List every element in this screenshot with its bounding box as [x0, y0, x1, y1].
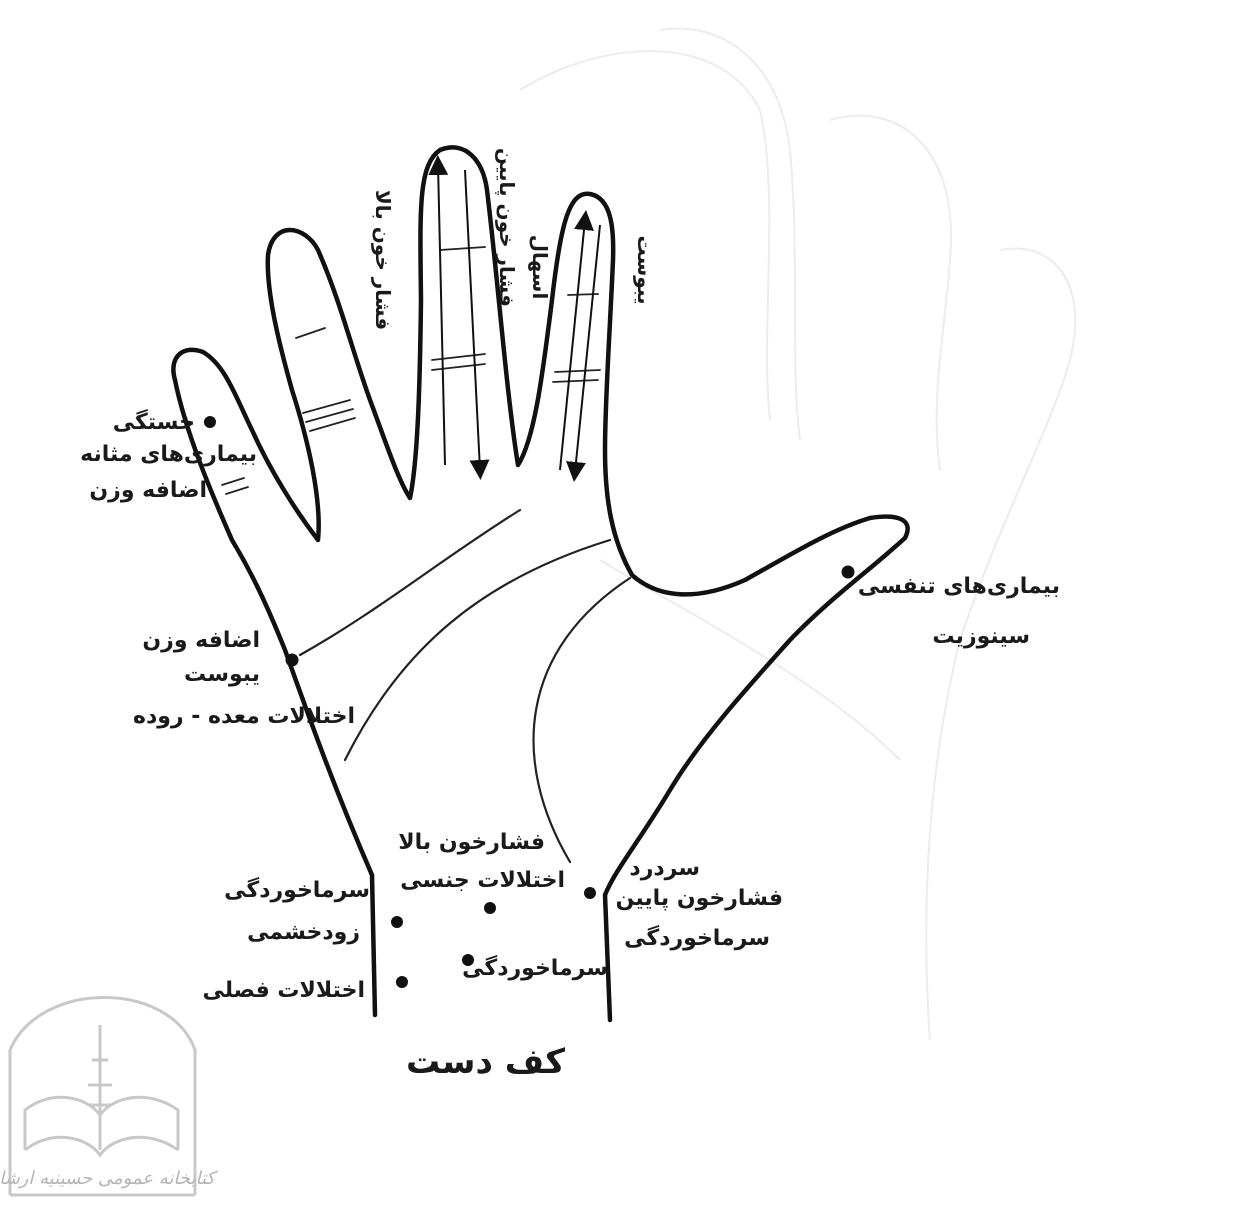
- background-sketch: [520, 29, 1075, 1041]
- watermark-text: کتابخانه عمومی حسینیه ارشاد: [0, 1168, 215, 1189]
- label-wrist-low-bp: فشارخون پایین: [616, 884, 783, 914]
- label-wrist-irritability: زودخشمی: [247, 918, 360, 948]
- label-wrist-cold-left: سرماخوردگی: [224, 876, 370, 906]
- label-index-bladder: بیماری‌های مثانه: [80, 440, 257, 470]
- point-wrist-center-top: [484, 902, 496, 914]
- label-wrist-cold-center: سرماخوردگی: [462, 954, 608, 984]
- point-thumb: [842, 566, 855, 579]
- label-index-fatigue: خستگی: [113, 408, 195, 438]
- label-ring-finger-1: فشار خون پایین: [495, 157, 519, 307]
- point-wrist-left-3: [396, 976, 408, 988]
- label-little-finger: یبوست: [633, 230, 657, 310]
- point-palm-side: [286, 654, 299, 667]
- label-wrist-high-bp: فشارخون بالا: [398, 828, 545, 858]
- palm-creases: [300, 510, 630, 862]
- label-middle-finger: فشار خون بالا: [371, 175, 395, 345]
- label-thumb-respiratory: بیماری‌های تنفسی: [858, 572, 1060, 602]
- label-ring-finger-2: اسهال: [528, 227, 552, 307]
- point-index-finger: [204, 416, 216, 428]
- watermark-emblem: [10, 998, 195, 1196]
- label-palm-weight: اضافه وزن: [142, 626, 260, 656]
- meridian-arrows: [438, 165, 600, 472]
- middle-finger-arrow-up: [438, 165, 445, 465]
- label-index-weight: اضافه وزن: [89, 476, 207, 506]
- point-wrist-left-2: [391, 916, 403, 928]
- label-palm-constipation: یبوست: [184, 660, 260, 690]
- label-wrist-cold-right: سرماخوردگی: [624, 924, 770, 954]
- ring-finger-arrow-up: [560, 220, 585, 470]
- label-wrist-headache: سردرد: [629, 854, 700, 884]
- label-wrist-seasonal: اختلالات فصلی: [202, 976, 365, 1006]
- point-wrist-right: [584, 887, 596, 899]
- diagram-caption: کف دست: [406, 1042, 565, 1082]
- ring-finger-arrow-down: [575, 225, 600, 472]
- label-wrist-sexual: اختلالات جنسی: [400, 866, 565, 896]
- middle-finger-arrow-down: [465, 170, 480, 470]
- label-thumb-sinusitis: سینوزیت: [932, 622, 1030, 652]
- label-palm-gastro: اختلالات معده - روده: [133, 702, 355, 732]
